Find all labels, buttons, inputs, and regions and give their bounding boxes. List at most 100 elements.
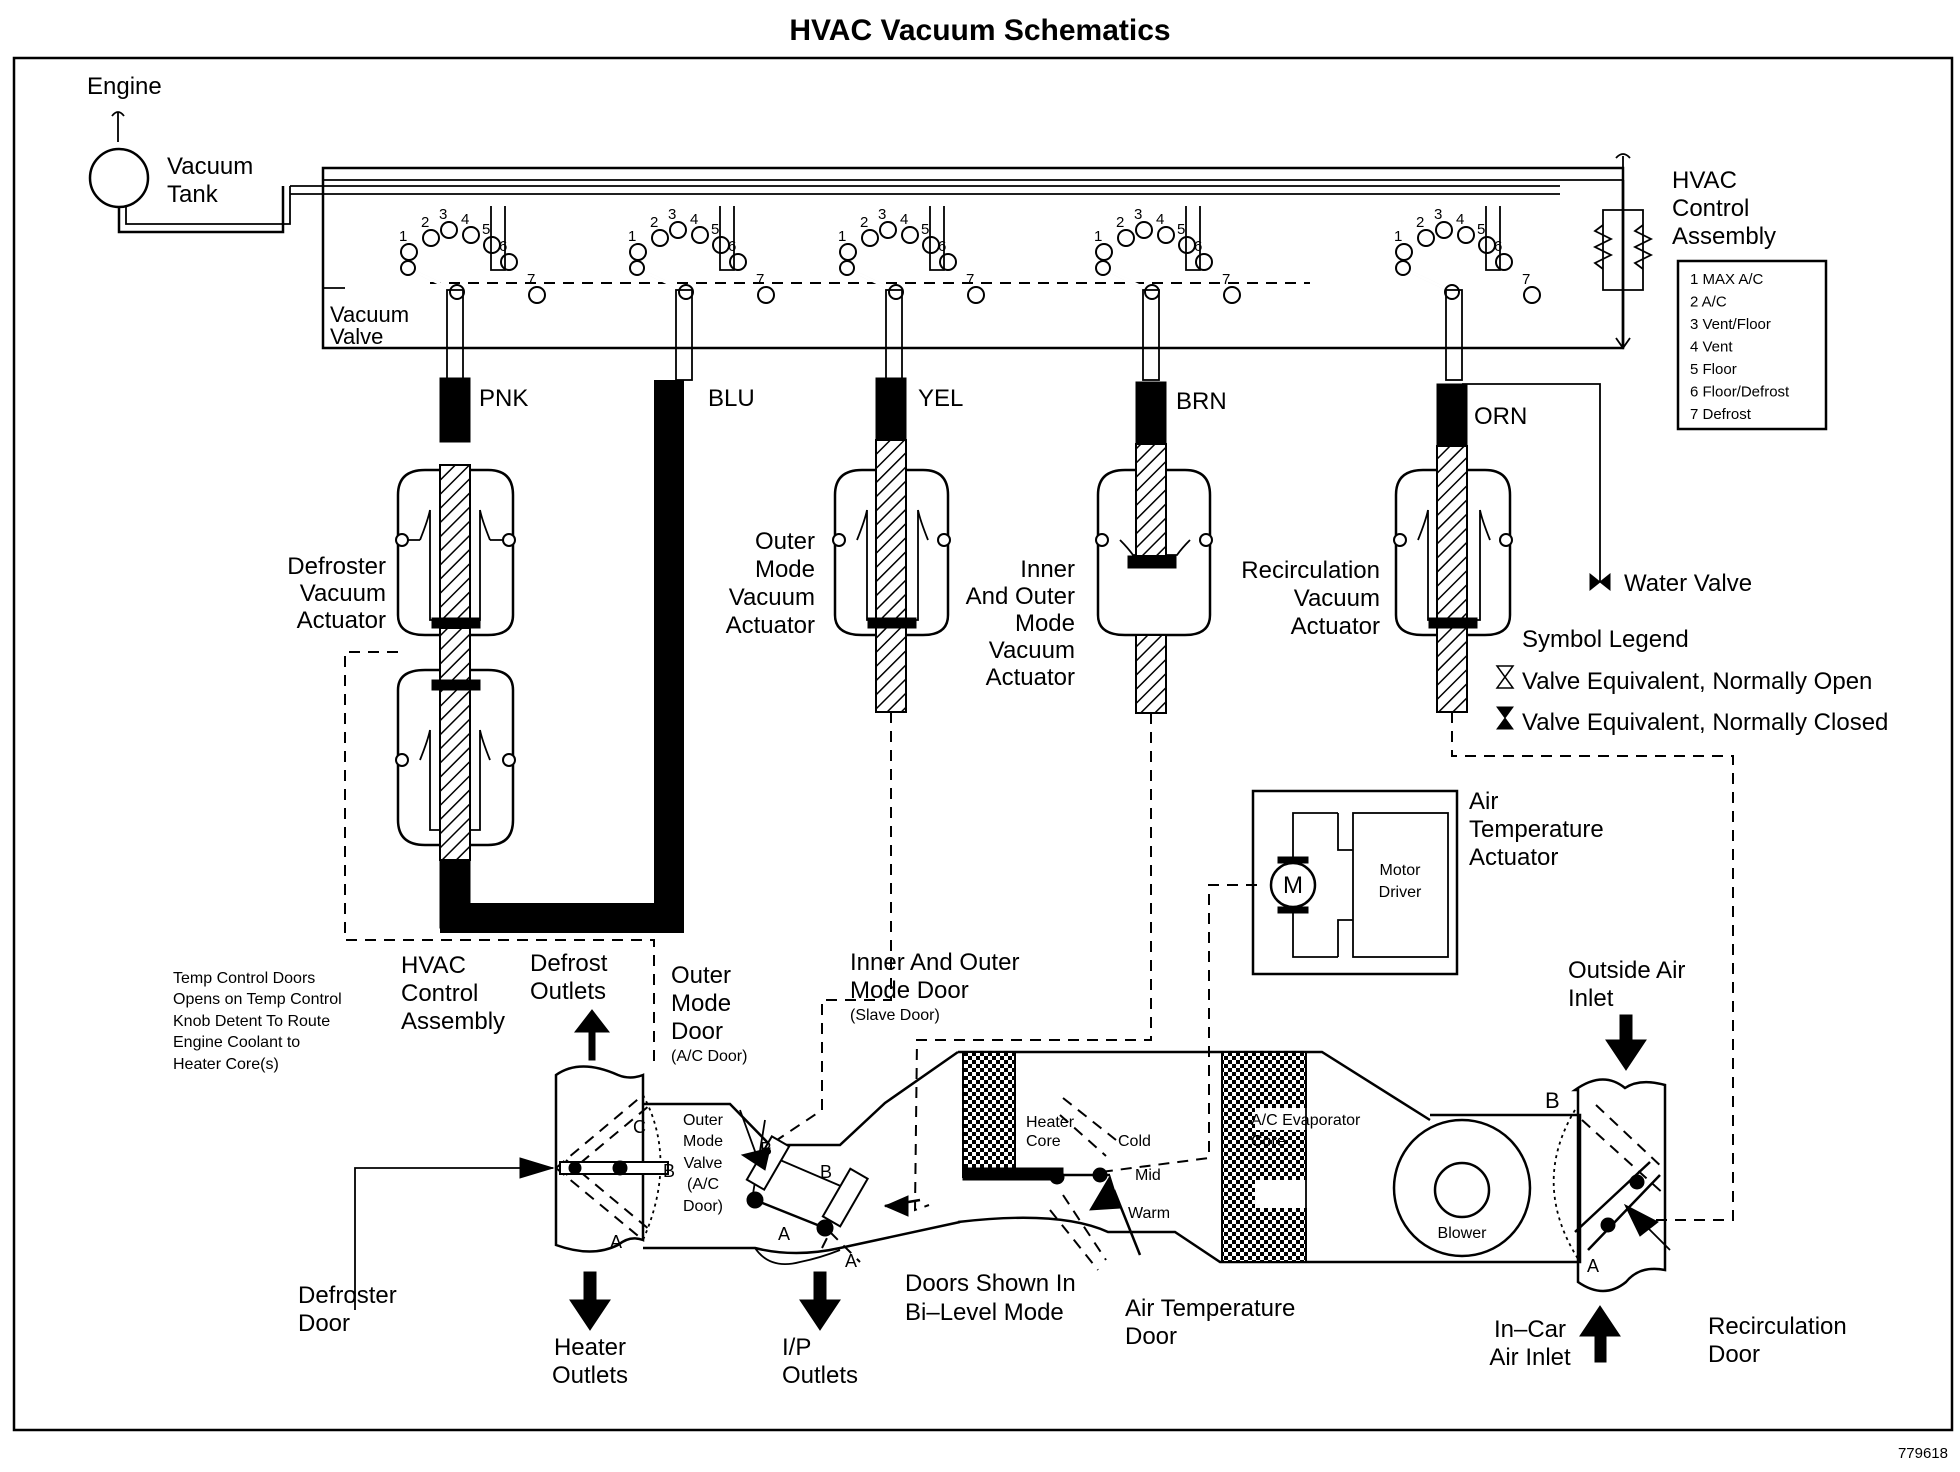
valve-port — [1495, 253, 1513, 271]
valve-port-number: 1 — [628, 228, 636, 245]
air-temp-door-line2: Door — [1125, 1323, 1177, 1350]
selector-lever-inner — [1402, 266, 1453, 294]
figure-id: 779618 — [1898, 1445, 1948, 1462]
water-valve-line — [1462, 383, 1611, 592]
inner-outer-actuator-line4: Vacuum — [989, 637, 1075, 664]
air-temp-actuator-line2: Temperature — [1469, 816, 1604, 843]
valve-port-number: 7 — [527, 271, 535, 288]
valve-port-number: 6 — [728, 238, 736, 255]
hose-label-brn: BRN — [1176, 388, 1227, 415]
outer-mode-door-sub: (A/C Door) — [671, 1048, 747, 1065]
vacuum-tank — [88, 111, 291, 234]
recirc-actuator-line3: Actuator — [1291, 613, 1380, 640]
valve-port — [939, 253, 957, 271]
selector-lever-inner — [1102, 266, 1153, 294]
defroster-actuator-line3: Actuator — [297, 607, 386, 634]
doors-shown-line1: Doors Shown In — [905, 1270, 1076, 1297]
valve-port — [757, 286, 775, 304]
recirculation-vacuum-actuator — [1393, 445, 1513, 713]
defrost-outlets-line1: Defrost — [530, 950, 608, 977]
inner-outer-actuator-line5: Actuator — [986, 664, 1075, 691]
outer-actuator-line2: Mode — [755, 556, 815, 583]
letter-a-recirc: A — [1587, 1256, 1599, 1276]
temp-note-line3: Knob Detent To Route — [173, 1013, 330, 1030]
defrost-outlet-arrow-icon — [573, 1009, 611, 1061]
ip-outlet-arrow-icon — [799, 1271, 841, 1331]
evaporator-line1: A/C Evaporator — [1251, 1112, 1361, 1129]
valve-port — [669, 221, 687, 239]
valve-port-number: 1 — [838, 228, 846, 245]
in-car-air-arrow-icon — [1579, 1305, 1621, 1363]
symbol-legend-title: Symbol Legend — [1522, 626, 1689, 653]
inner-outer-actuator-line2: And Outer — [966, 583, 1075, 610]
valve-port-number: 3 — [439, 206, 447, 223]
control-assembly-line2: Control — [1672, 195, 1749, 222]
defroster-door-line2: Door — [298, 1310, 350, 1337]
vacuum-tank-label-line2: Tank — [167, 181, 219, 208]
valve-port-number: 4 — [690, 211, 698, 228]
hose-couplers — [439, 377, 1468, 449]
duct-assembly — [554, 1050, 1667, 1293]
water-valve-label: Water Valve — [1624, 570, 1752, 597]
hose-label-blu: BLU — [708, 385, 755, 412]
valve-port-number: 7 — [966, 271, 974, 288]
vacuum-valve-box — [290, 166, 1625, 350]
selector-pivot — [839, 260, 855, 276]
valve-port — [1395, 243, 1413, 261]
hose-label-yel: YEL — [918, 385, 963, 412]
lower-hvac-line2: Control — [401, 980, 478, 1007]
valve-port — [901, 226, 919, 244]
valve-port — [422, 229, 440, 247]
engine-label: Engine — [87, 73, 162, 100]
warm-label: Warm — [1128, 1205, 1170, 1222]
symbol-legend-closed: Valve Equivalent, Normally Closed — [1522, 709, 1888, 736]
outer-mode-valve-line3: Valve — [684, 1155, 723, 1172]
hose-label-orn: ORN — [1474, 403, 1527, 430]
in-car-inlet-line1: In–Car — [1494, 1316, 1566, 1343]
vacuum-valve-label-line1: Vacuum — [330, 302, 409, 327]
outer-mode-valve-line2: Mode — [683, 1133, 723, 1150]
defroster-vacuum-actuator — [395, 464, 516, 861]
mode-legend-item: 2 A/C — [1690, 294, 1727, 311]
letter-b-inner-door: B — [820, 1162, 832, 1182]
air-temp-actuator-line1: Air — [1469, 788, 1498, 815]
valve-port-number: 4 — [1156, 211, 1164, 228]
inner-outer-door-sub: (Slave Door) — [850, 1007, 940, 1024]
outside-air-line2: Inlet — [1568, 985, 1614, 1012]
mode-legend-item: 4 Vent — [1690, 339, 1733, 356]
ip-outlets-line2: Outlets — [782, 1362, 858, 1389]
valve-port — [483, 236, 501, 254]
mode-legend-item: 1 MAX A/C — [1690, 271, 1764, 288]
outer-mode-door-line1: Outer — [671, 962, 731, 989]
valve-port — [629, 243, 647, 261]
recirc-actuator-line1: Recirculation — [1241, 557, 1380, 584]
letter-b-outer-valve: B — [760, 1139, 772, 1159]
letter-a-inner-door: A — [845, 1251, 857, 1271]
inner-outer-vacuum-actuator — [1095, 443, 1213, 714]
selector-pivot — [678, 284, 694, 300]
valve-channel — [1185, 206, 1201, 271]
control-assembly-symbol — [1592, 153, 1654, 350]
selector-lever-inner — [636, 266, 687, 294]
diagram-frame — [12, 56, 1954, 1432]
outer-mode-vacuum-actuator — [832, 439, 951, 713]
valve-port-number: 2 — [1416, 214, 1424, 231]
heater-outlets-line1: Heater — [554, 1334, 626, 1361]
selector-pivot — [1395, 260, 1411, 276]
valve-port — [1157, 226, 1175, 244]
temp-note-line5: Heater Core(s) — [173, 1056, 279, 1073]
valve-port — [651, 229, 669, 247]
selector-pivot — [449, 284, 465, 300]
valve-port-number: 3 — [1434, 206, 1442, 223]
doors-shown-line2: Bi–Level Mode — [905, 1299, 1064, 1326]
valve-port-number: 1 — [1094, 228, 1102, 245]
letter-a-defrost: A — [610, 1232, 622, 1252]
selector-pivot — [1144, 284, 1160, 300]
blower-label: Blower — [1438, 1225, 1488, 1242]
valve-port — [691, 226, 709, 244]
door-position-letters: C B A B B A A B A — [610, 1088, 1599, 1276]
actuator-linkages — [344, 651, 1734, 1221]
selector-pivot — [629, 260, 645, 276]
valve-port — [1478, 236, 1496, 254]
valve-port-number: 5 — [482, 221, 490, 238]
